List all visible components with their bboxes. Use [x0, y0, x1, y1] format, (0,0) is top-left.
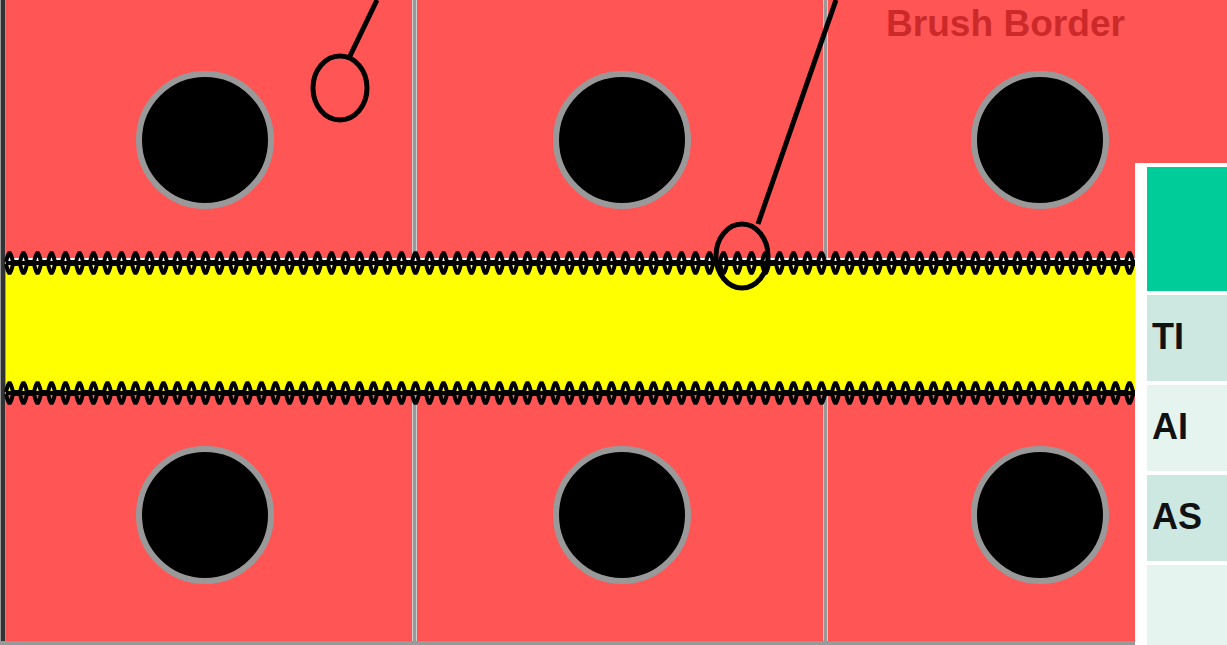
- microvilli: [6, 383, 1227, 392]
- nuclei: [139, 74, 1106, 581]
- nucleus: [556, 74, 688, 206]
- leader-line: [350, 0, 377, 56]
- pointer-circle: [313, 56, 367, 120]
- table-row: [1147, 475, 1227, 561]
- cell-membrane: [413, 0, 417, 258]
- nucleus: [556, 449, 688, 581]
- lumen: [6, 264, 1227, 392]
- table-cell: AI: [1152, 406, 1188, 448]
- structure-label: Brush Border: [886, 2, 1125, 45]
- table-cell: AS: [1152, 496, 1202, 538]
- table-row: [1147, 385, 1227, 471]
- cell: [6, 0, 412, 258]
- table-row: [1147, 565, 1227, 645]
- table: [1135, 163, 1227, 645]
- leader-line: [758, 0, 836, 224]
- nucleus: [974, 74, 1106, 206]
- table-cell-text: AI: [1152, 406, 1188, 447]
- table-row: [1147, 295, 1227, 381]
- brush-border: [6, 253, 1227, 403]
- nucleus: [139, 449, 271, 581]
- apical-membrane: [6, 391, 1227, 395]
- cell: [828, 394, 1227, 645]
- cell-membrane: [824, 394, 828, 645]
- outer-border: [1, 0, 6, 645]
- outer-border: [0, 641, 1227, 645]
- structure-label-text: Brush Border: [886, 2, 1125, 44]
- microvilli: [6, 253, 1227, 262]
- microvilli: [6, 394, 1227, 403]
- table-cell: TI: [1152, 316, 1184, 358]
- table-frame: [1135, 163, 1227, 645]
- table-cell-text: AS: [1152, 496, 1202, 537]
- pointers: [313, 0, 836, 288]
- nucleus: [139, 74, 271, 206]
- microvilli: [6, 264, 1227, 273]
- cell: [6, 394, 412, 645]
- pointer-circle: [716, 224, 768, 288]
- table-cell-text: TI: [1152, 316, 1184, 357]
- nucleus: [974, 449, 1106, 581]
- cell: [417, 394, 823, 645]
- apical-membrane: [6, 261, 1227, 265]
- cell-membrane: [413, 394, 417, 645]
- table-header: [1147, 167, 1227, 291]
